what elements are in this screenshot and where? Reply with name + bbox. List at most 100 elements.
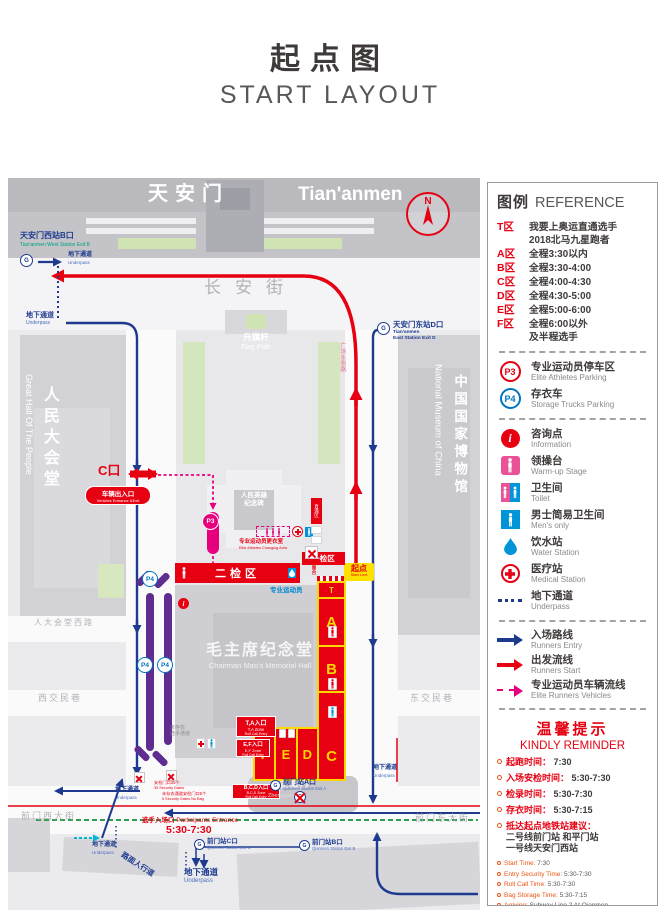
monument-core (234, 490, 274, 530)
qianmen-a-cn: 前门站A口 (283, 779, 317, 786)
monument-label: 人民英雄 纪念碑 (241, 492, 267, 507)
zone-toilet-icon (328, 706, 337, 718)
security-gates-label-1: 安检门口35个 35 Security Gates (154, 780, 185, 790)
underpass-label-en: Underpass (184, 878, 214, 884)
zone-legend-row: D区全程4:30-5:00 (497, 290, 592, 302)
great-hall-west-road-label: 人大会堂西路 (34, 618, 94, 627)
zone-a: A (319, 599, 344, 645)
divider (499, 418, 646, 420)
east-station-d-cn: 天安门东站D口 (393, 320, 444, 329)
metro-icon: G (377, 322, 390, 335)
west-station-b-cn: 天安门西站B口 (20, 231, 74, 240)
p3-badge: P3 (202, 513, 219, 530)
start-arrow-icon (497, 658, 523, 671)
mao-hall-inner (213, 613, 313, 728)
start-line (317, 576, 346, 581)
bullet-icon (497, 823, 502, 828)
xijiaominxiang-label: 西交民巷 (38, 693, 83, 703)
elite-runners-label: 专业运动员 (270, 587, 303, 594)
no-stopping-icon (134, 772, 145, 783)
zone-legend-row: C区全程4:00-4:30 (497, 276, 592, 288)
legend-header: 图例 REFERENCE (497, 191, 648, 212)
bcd-entry-box: B,C,D入口 B,C,D Zone Roll Call Entry (232, 784, 280, 799)
square-east-road-label: 广场东侧路 (338, 342, 345, 372)
start-badge-en: Start Line (350, 572, 368, 577)
east-station-d-en1: Tian'anmen (393, 330, 420, 335)
p4-badge: P4 (157, 657, 173, 673)
tiananmen-gate-inner (220, 188, 250, 210)
museum-cn: 中国国家博物馆 (452, 374, 468, 497)
storage-box-icon (311, 526, 322, 534)
qianmen-c-cn: 前门站C口 (207, 838, 238, 845)
bullet-icon (497, 807, 502, 812)
no-stopping-icon (305, 546, 318, 559)
bullet-icon (497, 871, 501, 876)
divider (499, 620, 646, 622)
west-station-b-en: Tian'anmen West Station Exit B (20, 242, 90, 248)
page-title-cn: 起点图 (270, 43, 390, 76)
reminder-title-en: KINDLY REMINDER (519, 740, 625, 752)
underpass-label-cn: 地下通道 (26, 312, 54, 319)
zone-legend-row: A区全程3:30以内 (497, 248, 588, 260)
banner-title-en: Tian'anmen (298, 184, 403, 205)
zhengyangmen-cn: 正阳门 (280, 780, 310, 789)
start-badge-cn: 起点 (351, 564, 367, 573)
metro-icon: G (194, 839, 205, 850)
legend-header-en: REFERENCE (535, 195, 625, 211)
east-side-road (345, 330, 398, 786)
zone-facility-icon (288, 729, 295, 738)
mao-hall-en: Chairman Mao's Memorial Hall (208, 661, 312, 670)
metro-closed-icon: G (294, 791, 306, 803)
bullet-icon (497, 775, 502, 780)
zone-d: D (297, 729, 317, 779)
zone-toilet-icon (328, 626, 337, 638)
banner-bar (264, 228, 374, 234)
qianmen-west-street-label: 前门西大街 (21, 811, 77, 821)
bullet-icon (497, 892, 501, 897)
zhengyangmen-en: Zhengyangmen (268, 793, 307, 799)
banner-bar (86, 228, 196, 234)
medical-box-icon (196, 738, 205, 749)
bullet-icon (497, 882, 501, 886)
underpass-label-cn: 地下通道 (373, 765, 398, 771)
reminder-item-en: Bag Storage Time: 5:30-7:15 (497, 892, 648, 901)
zone-facility-icon (279, 729, 286, 738)
east-station-d-en2: East Station Exit D (393, 336, 436, 341)
ef-entry-box: E,F入口 E,F Zone Roll Call Entry (236, 739, 270, 757)
compass-icon: N (406, 192, 450, 236)
qianmen-a-en: Qianmen Station Exit A (283, 786, 327, 791)
bullet-icon (497, 903, 501, 905)
medical-icon (292, 526, 303, 537)
dongjiaominxiang-label: 东交民巷 (410, 693, 455, 703)
vehicles-entrance-box: 车辆出入口 Vehicles Entrance &Exit (85, 486, 151, 505)
no-bag-channel-label: 未存衣 选手通道 (170, 725, 191, 737)
underpass-dotted-icon (498, 599, 522, 602)
zone-t: T (319, 583, 344, 597)
reminder-item-en: Start Time: 7:30 (497, 860, 648, 869)
underpass-label-en: Underpass (68, 260, 90, 265)
participants-entrance-label: 选手入场口 Participants Entrance (142, 817, 239, 824)
reminder-title-cn: 温馨提示 (536, 721, 609, 738)
flagpole-en: Flag Pole (241, 344, 271, 351)
bullet-icon (497, 791, 502, 796)
entry-arrow-icon (497, 633, 523, 646)
toilet-icon (500, 483, 520, 502)
underpass-label-en: Underpass (373, 773, 395, 778)
security-gates-label-2: 未存衣通道安检门口5个 5 Security Gates No Bag (162, 791, 207, 801)
dongjiaominxiang-road (398, 690, 480, 716)
zone-legend-row: E区全程5:00-6:00 (497, 304, 592, 316)
zone-legend-row: F区全程6:00以外及半程选手 (497, 318, 588, 343)
